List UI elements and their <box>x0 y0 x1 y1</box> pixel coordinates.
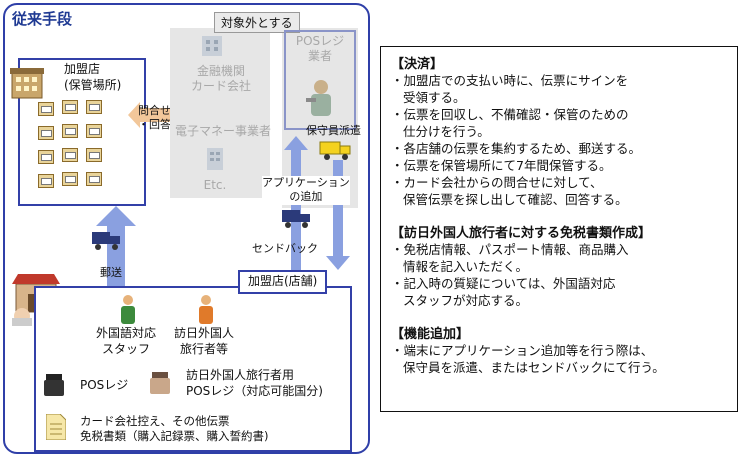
description-panel: 【決済】 ・加盟店での支払い時に、伝票にサインを 受領する。 ・伝票を回収し、不… <box>380 46 738 412</box>
mail-truck-icon <box>90 228 122 252</box>
truck-icon <box>318 138 354 162</box>
worker-icon <box>304 78 338 118</box>
bullet-item: ・伝票を回収し、不備確認・保管のための 仕分けを行う。 <box>391 107 629 139</box>
storage-store-label: 加盟店 (保管場所) <box>64 62 122 92</box>
bullet-item: ・カード会社からの問合せに対して、 保管伝票を探し出して確認、回答する。 <box>391 175 628 207</box>
slip-box-icon <box>62 100 78 114</box>
pos-tourist-label: 訪日外国人旅行者用 POSレジ（対応可能国分) <box>186 368 323 398</box>
slip-box-icon <box>38 102 54 116</box>
slip-box-icon <box>62 172 78 186</box>
pos-vendor-label: POSレジ 業者 <box>295 34 345 63</box>
bullet-item: ・加盟店での支払い時に、伝票にサインを 受領する。 <box>391 73 629 105</box>
panel-title: 従来手段 <box>12 10 73 28</box>
bullet-item: ・伝票を保管場所にて7年間保管する。 <box>391 158 612 173</box>
pos-register-label: POSレジ <box>80 378 129 392</box>
e-money-label: 電子マネー事業者 <box>174 124 271 138</box>
slip-box-icon <box>86 124 102 138</box>
section-heading: 【決済】 <box>391 57 444 72</box>
tourist-icon <box>196 294 216 324</box>
shop-store-box <box>34 286 352 452</box>
section-heading: 【訪日外国人旅行者に対する免税書類作成】 <box>391 226 652 241</box>
building-icon <box>10 66 46 100</box>
section-payment: 【決済】 ・加盟店での支払い時に、伝票にサインを 受領する。 ・伝票を回収し、不… <box>391 53 727 208</box>
stored-slips-grid <box>36 100 132 196</box>
slip-box-icon <box>86 172 102 186</box>
foreign-staff-label: 外国語対応 スタッフ <box>96 326 157 356</box>
bullet-item: ・端末にアプリケーション追加等を行う際は、 保守員を派遣、またはセンドバックにて… <box>391 343 665 375</box>
staff-icon <box>118 294 138 324</box>
slip-box-icon <box>86 148 102 162</box>
foreign-tourist-label: 訪日外国人 旅行者等 <box>174 326 235 356</box>
bullet-item: ・免税店情報、パスポート情報、商品購入 情報を記入いただく。 <box>391 242 629 274</box>
slip-box-icon <box>38 174 54 188</box>
pos-vendor-box <box>284 30 356 130</box>
bank-icon <box>198 30 226 58</box>
shop-store-label: 加盟店(店舗) <box>238 270 328 294</box>
section-heading: 【機能追加】 <box>391 327 470 342</box>
section-feature-add: 【機能追加】 ・端末にアプリケーション追加等を行う際は、 保守員を派遣、またはセ… <box>391 323 727 376</box>
finance-company-label: 金融機関 カード会社 <box>190 64 251 93</box>
etc-label: Etc. <box>203 178 227 192</box>
down-arrow-app <box>326 160 350 270</box>
mail-label: 郵送 <box>100 266 122 279</box>
slip-box-icon <box>62 124 78 138</box>
maintenance-dispatch-label: 保守員派遣 <box>306 124 361 137</box>
documents-label: カード会社控え、その他伝票 免税書類（購入記録票、購入誓約書) <box>80 414 269 443</box>
inquiry-answer-label: 問合せ ・回答 <box>138 104 171 132</box>
section-tax-free: 【訪日外国人旅行者に対する免税書類作成】 ・免税店情報、パスポート情報、商品購入… <box>391 222 727 309</box>
out-of-scope-label: 対象外とする <box>214 12 300 33</box>
slip-box-icon <box>86 100 102 114</box>
bullet-item: ・記入時の質疑については、外国語対応 スタッフが対応する。 <box>391 276 616 308</box>
pos-tourist-icon <box>150 370 170 396</box>
sendback-truck-icon <box>280 206 312 230</box>
slip-box-icon <box>62 148 78 162</box>
left-panel-frame <box>3 3 370 454</box>
pos-register-icon <box>44 372 64 396</box>
bullet-item: ・各店舗の伝票を集約するため、郵送する。 <box>391 141 642 156</box>
slip-box-icon <box>38 126 54 140</box>
app-add-label: アプリケーション の追加 <box>262 176 350 205</box>
office-icon <box>204 146 226 170</box>
document-icon <box>45 413 67 441</box>
slip-box-icon <box>38 150 54 164</box>
send-back-label: センドバック <box>252 242 318 255</box>
